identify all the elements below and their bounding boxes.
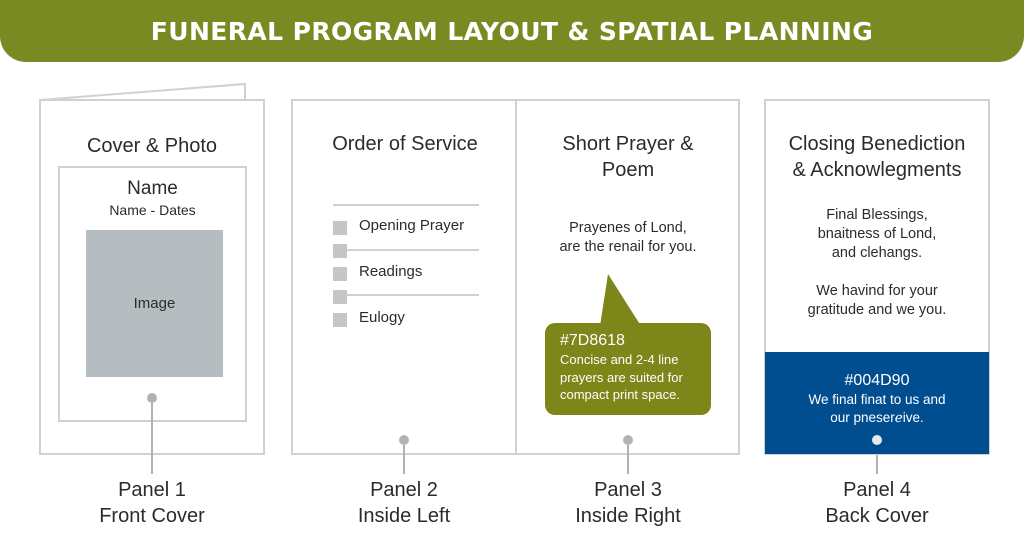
list-item-label: Readings [359, 263, 423, 280]
callout-hex-code: #7D8618 [560, 332, 625, 349]
image-placeholder: Image [86, 230, 223, 377]
panel-number: Panel 4 [843, 479, 911, 501]
benediction-text-line: Final Blessings, [826, 207, 928, 223]
acknowledgment-text: We havind for your gratitude and we you. [766, 282, 988, 320]
panel-number: Panel 1 [118, 479, 186, 501]
page-title: FUNERAL PROGRAM LAYOUT & SPATIAL PLANNIN… [150, 16, 874, 46]
callout-pointer [600, 274, 641, 326]
list-item: Readings [333, 263, 479, 286]
connector-dot [623, 435, 633, 445]
bullet-square-icon [333, 290, 347, 304]
benediction-text: Final Blessings, bnaitness of Lond, and … [766, 206, 988, 263]
panel-heading-line: Short Prayer & [562, 133, 694, 155]
bullet-square-icon [333, 267, 347, 281]
connector-line [876, 455, 878, 474]
list-item-label: Opening Prayer [359, 217, 465, 234]
panel-heading-line: Poem [601, 159, 655, 181]
connector-dot [399, 435, 409, 445]
connector-line [151, 403, 153, 474]
folded-sheet-outline [40, 82, 246, 101]
panel-heading: Order of Service [332, 133, 478, 155]
list-divider [333, 204, 479, 206]
fold-line [515, 99, 517, 455]
bullet-square-icon [333, 244, 347, 258]
benediction-text-line: and clehangs. [831, 245, 923, 261]
navy-text-line: We final finat to us and [808, 392, 946, 407]
panel-number: Panel 3 [594, 479, 662, 501]
panel-caption: Panel 4 Back Cover [777, 477, 977, 529]
callout-text-line: compact print space. [560, 387, 680, 402]
panel-heading-line: Closing Benediction [788, 133, 966, 155]
panel-caption: Panel 1 Front Cover [52, 477, 252, 529]
color-callout-olive: #7D8618 Concise and 2-4 line prayers are… [545, 323, 711, 415]
panel-position: Back Cover [825, 505, 929, 527]
panel-heading: Cover & Photo [86, 135, 218, 157]
acknowledgment-text-line: We havind for your [816, 283, 938, 299]
name-dates: Name - Dates [109, 202, 196, 218]
list-divider [333, 294, 479, 296]
benediction-text-line: bnaitness of Lond, [817, 226, 937, 242]
list-item [333, 240, 479, 263]
connector-dot [872, 435, 882, 445]
panel-caption: Panel 2 Inside Left [304, 477, 504, 529]
panel-caption: Panel 3 Inside Right [528, 477, 728, 529]
photo-frame: Name Name - Dates Image [58, 166, 247, 422]
panel-heading: Short Prayer & Poem [517, 131, 739, 183]
bullet-square-icon [333, 221, 347, 235]
connector-line [403, 445, 405, 474]
panel-heading-line: & Acknowlegments [792, 159, 962, 181]
list-item-label: Eulogy [359, 309, 405, 326]
navy-hex-code: #004D90 [844, 372, 910, 389]
panel-position: Inside Right [575, 505, 681, 527]
panel-position: Inside Left [357, 505, 451, 527]
panel-heading: Closing Benediction & Acknowlegments [766, 131, 988, 183]
panel-position: Front Cover [99, 505, 205, 527]
prayer-text-line: Prayenes of Lond, [569, 220, 687, 236]
prayer-text: Prayenes of Lond, are the renail for you… [517, 219, 739, 257]
title-banner: FUNERAL PROGRAM LAYOUT & SPATIAL PLANNIN… [0, 0, 1024, 62]
acknowledgment-text-line: gratitude and we you. [807, 302, 947, 318]
deceased-name: Name [127, 178, 178, 199]
panel-number: Panel 2 [370, 479, 438, 501]
list-divider [333, 249, 479, 251]
navy-text-line: our pneserℯive. [830, 410, 924, 425]
connector-line [627, 445, 629, 474]
callout-text-line: prayers are suited for [560, 369, 683, 385]
image-placeholder-label: Image [133, 295, 176, 312]
callout-text-line: Concise and 2-4 line [560, 352, 679, 367]
connector-dot [147, 393, 157, 403]
list-item: Opening Prayer [333, 217, 479, 240]
list-item [333, 286, 479, 309]
bullet-square-icon [333, 313, 347, 327]
list-item: Eulogy [333, 309, 479, 332]
prayer-text-line: are the renail for you. [559, 239, 697, 255]
